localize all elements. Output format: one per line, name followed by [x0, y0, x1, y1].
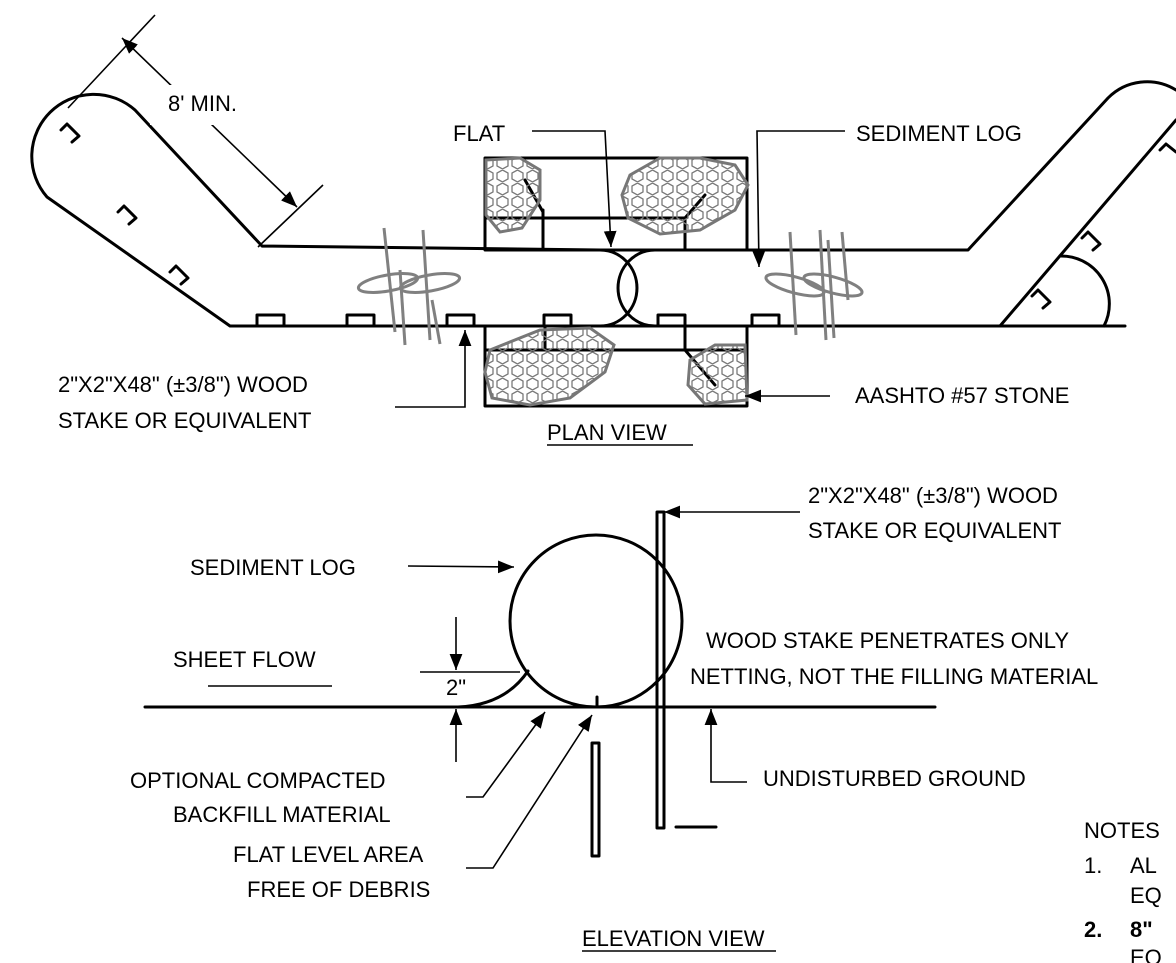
flat-area-label-line2: FREE OF DEBRIS — [247, 877, 430, 902]
plan-stake-label-line2: STAKE OR EQUIVALENT — [58, 408, 311, 433]
penetrates-label-line2: NETTING, NOT THE FILLING MATERIAL — [690, 664, 1098, 689]
aashto-57-stone-fill — [483, 156, 750, 407]
plan-stake-leader — [395, 330, 472, 408]
notes-heading: NOTES — [1084, 818, 1160, 843]
dimension-label: 2" — [446, 675, 466, 700]
min-length-label: 8' MIN. — [168, 91, 237, 116]
note-2-line1: 8" — [1130, 917, 1153, 942]
note-1-number: 1. — [1084, 853, 1102, 878]
elev-sediment-log-label: SEDIMENT LOG — [190, 555, 356, 580]
undisturbed-label: UNDISTURBED GROUND — [763, 766, 1026, 791]
elev-stake-label-line2: STAKE OR EQUIVALENT — [808, 518, 1061, 543]
plan-view-title: PLAN VIEW — [547, 420, 667, 445]
backfill-wedge — [456, 669, 530, 709]
backfill-label-line2: BACKFILL MATERIAL — [173, 802, 391, 827]
dimension-label-bg — [150, 85, 300, 125]
note-1-line2: EQ — [1130, 883, 1162, 908]
flat-area-label-line1: FLAT LEVEL AREA — [233, 842, 424, 867]
sediment-log-leader — [752, 130, 845, 268]
right-break-mark — [764, 229, 864, 341]
min-length-dimension — [67, 14, 324, 248]
elevation-view: 2"X2"X48" (±3/8") WOOD STAKE OR EQUIVALE… — [130, 483, 1098, 952]
note-1-line1: AL — [1130, 853, 1157, 878]
flat-area-leader — [466, 714, 593, 869]
plan-stake-label-line1: 2"X2"X48" (±3/8") WOOD — [58, 372, 308, 397]
note-2-line2: EQ — [1130, 945, 1162, 963]
flat-label: FLAT — [453, 121, 505, 146]
undisturbed-leader — [704, 709, 747, 783]
stake-below-ground — [590, 741, 601, 858]
flat-leader — [532, 130, 617, 248]
left-sediment-log-wing — [30, 92, 639, 328]
elev-stake-label-line1: 2"X2"X48" (±3/8") WOOD — [808, 483, 1058, 508]
left-break-mark — [356, 227, 462, 346]
plan-view: 8' MIN. FLAT SEDIMENT LOG 2"X2"X48" (±3/… — [30, 14, 1176, 446]
stone-label: AASHTO #57 STONE — [855, 383, 1069, 408]
note-2-number: 2. — [1084, 917, 1102, 942]
notes: NOTES 1. AL EQ 2. 8" EQ — [1084, 818, 1162, 963]
height-dimension — [420, 617, 520, 762]
plan-sediment-log-label: SEDIMENT LOG — [856, 121, 1022, 146]
penetrates-label-line1: WOOD STAKE PENETRATES ONLY — [706, 628, 1069, 653]
backfill-label-line1: OPTIONAL COMPACTED — [130, 768, 385, 793]
elevation-view-title: ELEVATION VIEW — [582, 926, 765, 951]
sheet-flow-label: SHEET FLOW — [173, 647, 316, 672]
backfill-leader — [466, 711, 546, 798]
wood-stake-elevation — [655, 510, 666, 830]
elev-sediment-log-leader — [407, 560, 515, 574]
